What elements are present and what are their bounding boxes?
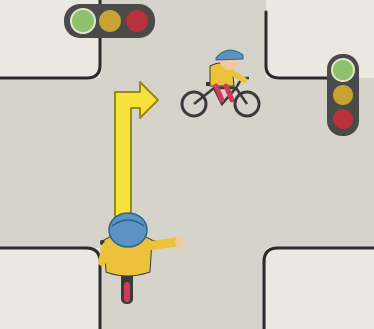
traffic-light-horizontal-icon bbox=[64, 4, 155, 38]
red-light bbox=[126, 10, 148, 32]
arrow-up-right-icon bbox=[114, 81, 159, 219]
yellow-light bbox=[333, 85, 353, 105]
yellow-light bbox=[99, 10, 121, 32]
cyclist-side-view-icon bbox=[180, 49, 261, 118]
traffic-light-vertical-icon bbox=[327, 54, 359, 136]
green-light bbox=[70, 8, 96, 34]
red-light bbox=[333, 109, 353, 129]
green-light bbox=[331, 58, 355, 82]
cyclist-top-view-icon bbox=[98, 212, 185, 304]
